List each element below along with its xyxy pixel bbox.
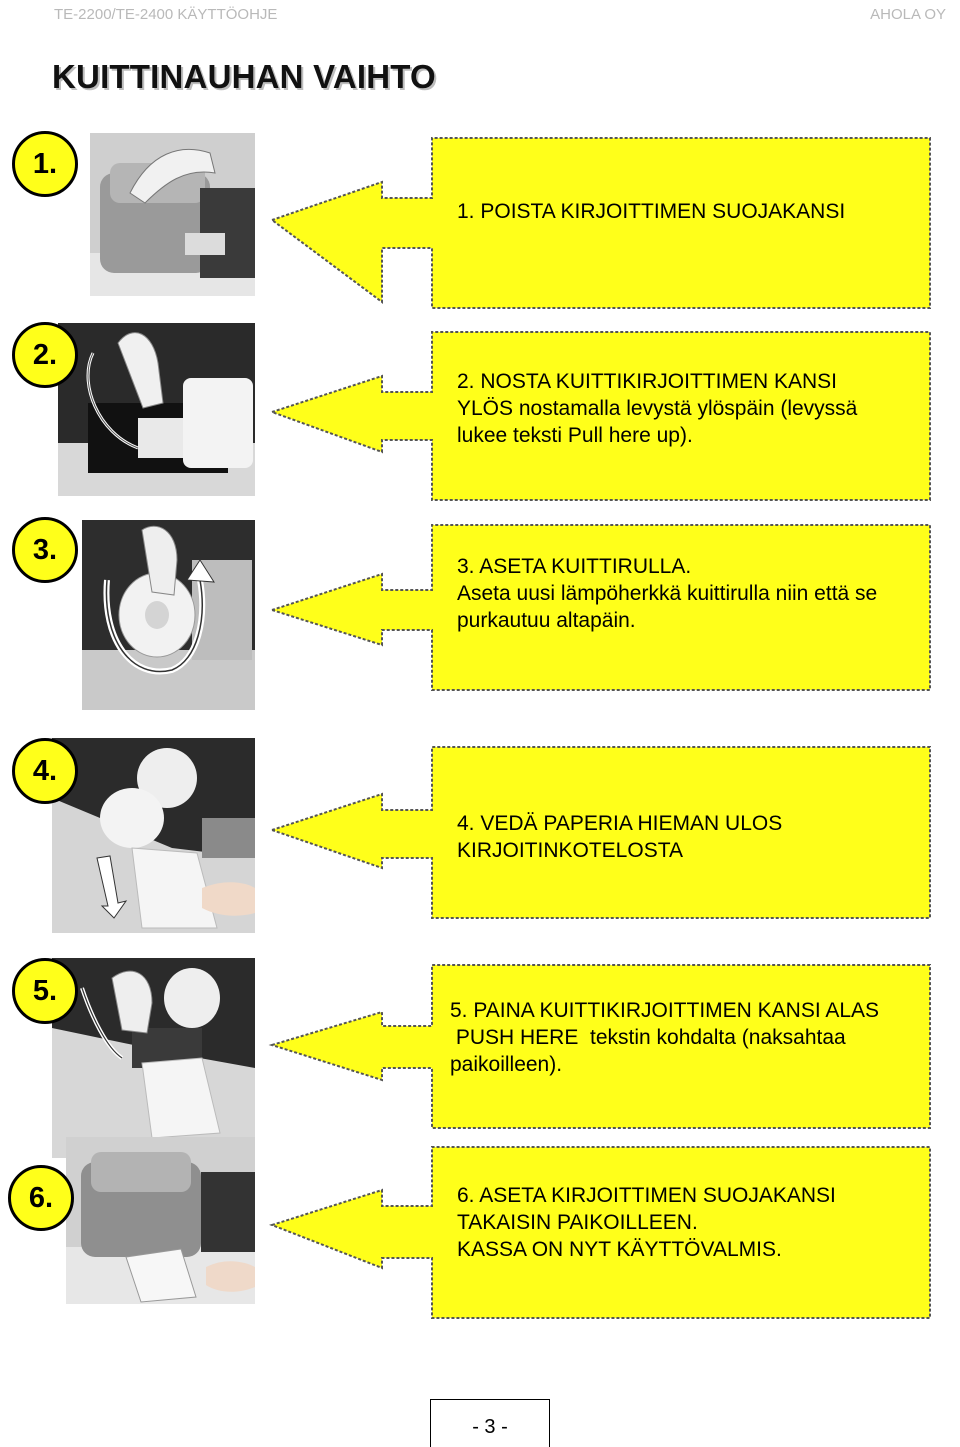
step-3-text: 3. ASETA KUITTIRULLA. Aseta uusi lämpöhe… [457, 555, 878, 632]
step-3-photo [82, 520, 255, 710]
step-2-text: 2. NOSTA KUITTIKIRJOITTIMEN KANSI YLÖS n… [457, 370, 858, 447]
step-1-photo [90, 133, 255, 296]
step-4-number-badge: 4. [12, 738, 78, 804]
step-2-photo [58, 323, 255, 496]
header-company: AHOLA OY [870, 6, 946, 23]
step-5-text: 5. PAINA KUITTIKIRJOITTIMEN KANSI ALAS P… [450, 999, 880, 1076]
step-5-photo [52, 958, 255, 1158]
step-6-number-badge: 6. [8, 1165, 74, 1231]
header-manual-title: TE-2200/TE-2400 KÄYTTÖOHJE [54, 6, 278, 23]
step-4-text: 4. VEDÄ PAPERIA HIEMAN ULOS KIRJOITINKOT… [457, 812, 783, 862]
step-2-number-badge: 2. [12, 322, 78, 388]
step-3-number-badge: 3. [12, 517, 78, 583]
step-4-photo [52, 738, 255, 933]
step-1-text: 1. POISTA KIRJOITTIMEN SUOJAKANSI [457, 200, 846, 223]
page-title: KUITTINAUHAN VAIHTO [52, 58, 436, 95]
step-6-text: 6. ASETA KIRJOITTIMEN SUOJAKANSI TAKAISI… [457, 1184, 836, 1261]
step-6-photo [66, 1137, 255, 1304]
page-number: - 3 - [430, 1399, 550, 1447]
step-1-number-badge: 1. [12, 131, 78, 197]
step-5-number-badge: 5. [12, 958, 78, 1024]
